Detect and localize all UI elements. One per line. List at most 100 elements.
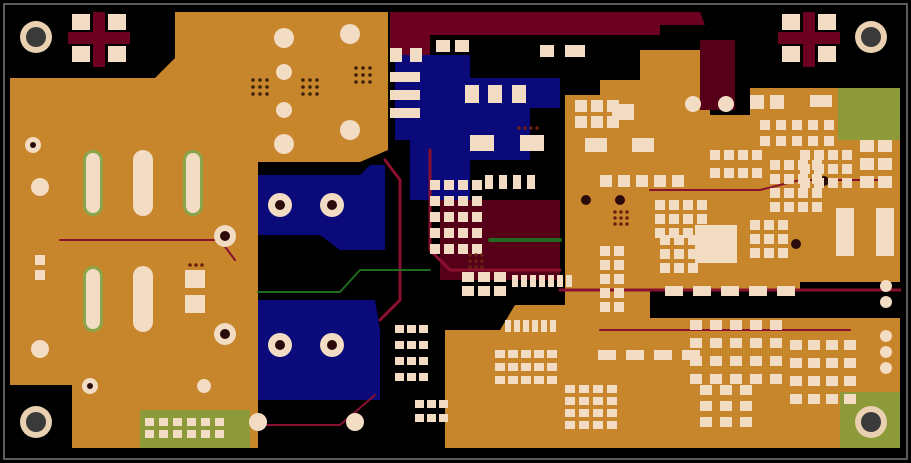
- via-dot: [517, 126, 521, 130]
- smd-grid-pad: [730, 338, 742, 348]
- olive-region-bottom-left: [140, 410, 250, 448]
- via-dot: [474, 259, 478, 263]
- smd-grid-pad: [842, 150, 852, 160]
- smd-grid-pad: [600, 302, 610, 312]
- smd-pad: [512, 85, 526, 103]
- cross-pad: [818, 46, 836, 62]
- smd-grid-pad: [683, 228, 693, 238]
- via-dot: [251, 78, 255, 82]
- smd-grid-pad: [770, 356, 782, 366]
- smd-grid-pad: [749, 286, 767, 296]
- via-dot: [361, 80, 365, 84]
- smd-grid-pad: [710, 150, 720, 160]
- smd-grid-pad: [458, 244, 468, 254]
- mounting-hole-top-left-center: [26, 27, 46, 47]
- smd-grid-pad: [654, 175, 666, 187]
- smd-grid-pad: [800, 164, 810, 174]
- smd-grid-pad: [710, 320, 722, 330]
- smd-grid-pad: [591, 116, 603, 128]
- smd-pad: [540, 45, 554, 57]
- copper-pour-left: [10, 12, 388, 448]
- smd-grid-pad: [792, 136, 802, 146]
- smd-grid-pad: [145, 418, 154, 426]
- smd-pad: [390, 72, 420, 82]
- smd-grid-pad: [688, 235, 698, 245]
- smd-grid-pad: [814, 164, 824, 174]
- smd-pad: [488, 85, 502, 103]
- via-hole: [220, 231, 230, 241]
- smd-grid-pad: [600, 260, 610, 270]
- via-dot: [368, 80, 372, 84]
- smd-grid-pad: [547, 376, 557, 384]
- mounting-hole-bottom-right-center: [861, 412, 881, 432]
- smd-grid-pad: [565, 397, 575, 405]
- via-dot: [301, 85, 305, 89]
- via-dot: [251, 92, 255, 96]
- smd-grid-pad: [462, 272, 474, 282]
- via-dot: [480, 253, 484, 257]
- smd-grid-pad: [690, 374, 702, 384]
- smd-grid-pad: [800, 150, 810, 160]
- smd-grid-pad: [720, 385, 732, 395]
- via-dot: [625, 216, 629, 220]
- smd-grid-pad: [697, 214, 707, 224]
- via-hole: [30, 142, 36, 148]
- th-pad: [346, 413, 364, 431]
- cross-pad: [72, 14, 90, 30]
- smd-grid-pad: [730, 320, 742, 330]
- smd-grid-pad: [654, 350, 672, 360]
- smd-grid-pad: [495, 350, 505, 358]
- smd-grid-pad: [579, 421, 589, 429]
- smd-pad: [836, 208, 854, 256]
- smd-grid-pad: [808, 358, 820, 368]
- smd-grid-pad: [700, 401, 712, 411]
- via-dot: [354, 80, 358, 84]
- smd-grid-pad: [439, 400, 448, 408]
- smd-grid-pad: [770, 320, 782, 330]
- smd-pad: [455, 40, 469, 52]
- via-dot: [301, 78, 305, 82]
- via-dot: [200, 263, 204, 267]
- via-hole: [327, 340, 337, 350]
- smd-grid-pad: [710, 168, 720, 178]
- smd-grid-pad: [458, 212, 468, 222]
- smd-grid-pad: [724, 168, 734, 178]
- smd-grid-pad: [828, 150, 838, 160]
- smd-grid-pad: [430, 244, 440, 254]
- smd-pad: [390, 108, 420, 118]
- via-dot: [315, 78, 319, 82]
- smd-grid-pad: [790, 358, 802, 368]
- via-dot: [308, 92, 312, 96]
- smd-grid-pad: [607, 409, 617, 417]
- smd-grid-pad: [697, 200, 707, 210]
- smd-pads: [35, 40, 894, 313]
- smd-grid-pad: [215, 418, 224, 426]
- smd-grid-pad: [600, 274, 610, 284]
- smd-grid-pad: [688, 249, 698, 259]
- smd-grid-pad: [778, 248, 788, 258]
- smd-grid-pad: [770, 374, 782, 384]
- smd-grid-pad: [826, 358, 838, 368]
- smd-grid-pad: [724, 150, 734, 160]
- smd-grid-pad: [607, 100, 619, 112]
- cross-pad: [108, 46, 126, 62]
- smd-grid-pad: [505, 320, 511, 332]
- smd-grid-pad: [770, 160, 780, 170]
- smd-grid-pad: [565, 409, 575, 417]
- smd-grid-pad: [669, 228, 679, 238]
- smd-grid-pad: [812, 202, 822, 212]
- smd-grid-pad: [407, 325, 416, 333]
- olive-region-top-right: [838, 88, 900, 140]
- via-dot: [619, 216, 623, 220]
- smd-grid-pad: [495, 363, 505, 371]
- th-pad: [31, 178, 49, 196]
- via-hole: [220, 329, 230, 339]
- smd-grid-pad: [145, 430, 154, 438]
- smd-grid-pad: [527, 175, 535, 189]
- smd-grid-pad: [842, 164, 852, 174]
- smd-grid-pad: [521, 376, 531, 384]
- smd-pad: [35, 255, 45, 265]
- smd-grid-pad: [778, 220, 788, 230]
- smd-grid-pad: [407, 373, 416, 381]
- smd-pad: [390, 48, 402, 62]
